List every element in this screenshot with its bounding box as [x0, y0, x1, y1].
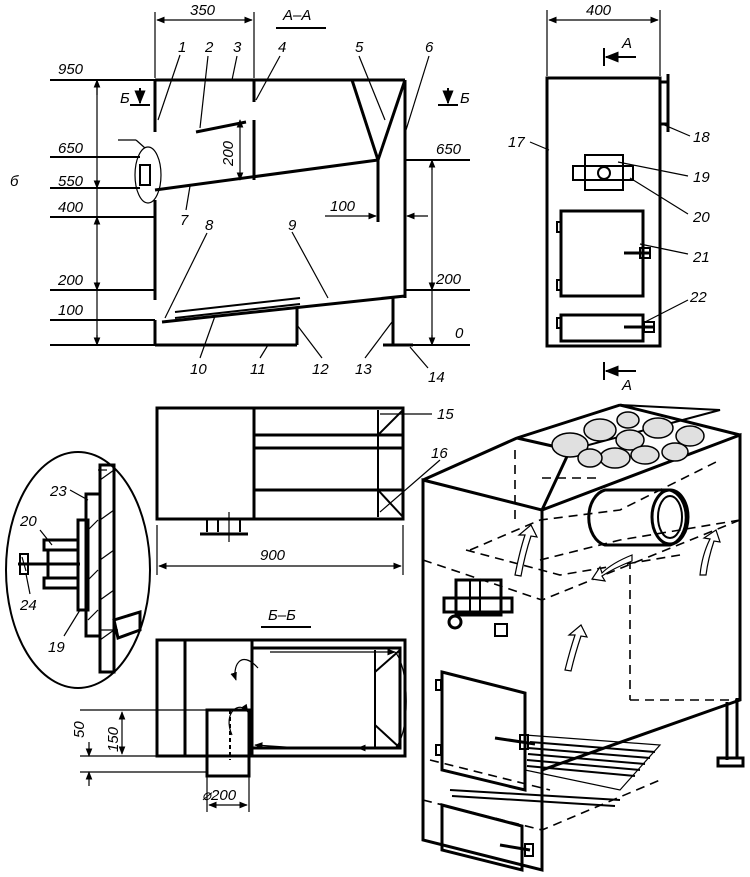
svg-text:350: 350 — [190, 2, 216, 19]
callout-14: 14 — [428, 369, 445, 386]
callout-17: 17 — [508, 134, 525, 151]
callout-18: 18 — [693, 129, 710, 146]
callout-23: 23 — [49, 483, 67, 500]
section-aa-callouts: 1 2 3 4 5 6 7 8 9 10 11 12 13 1 — [157, 39, 445, 386]
isometric-view — [421, 403, 745, 872]
dim-150: 150 — [105, 726, 122, 752]
dim-350: 350 — [154, 2, 255, 78]
front-view: 400 А А 17 18 19 20 21 22 — [508, 2, 710, 394]
section-aa-levels-right: 650 200 0 — [405, 141, 470, 346]
callout-12: 12 — [312, 361, 329, 378]
level-right-200: 200 — [435, 271, 462, 288]
grate — [449, 734, 662, 807]
detail-circle: 23 20 24 19 — [5, 451, 151, 689]
callout-2: 2 — [204, 39, 214, 56]
section-bb: Б–Б 150 50 ⌀200 — [71, 607, 407, 812]
callout-24: 24 — [19, 597, 37, 614]
sauna-stones — [551, 411, 705, 469]
dim-diameter-200: ⌀200 — [202, 787, 237, 804]
callout-13: 13 — [355, 361, 372, 378]
svg-text:Б: Б — [120, 90, 130, 107]
dim-100-gap: 100 — [325, 198, 428, 220]
dim-400: 400 — [586, 2, 612, 19]
callout-10: 10 — [190, 361, 207, 378]
callout-5: 5 — [355, 39, 364, 56]
callout-7: 7 — [180, 212, 189, 229]
section-aa-body — [118, 78, 413, 347]
callout-21: 21 — [692, 249, 710, 266]
callout-22: 22 — [689, 289, 707, 306]
svg-text:200: 200 — [220, 140, 237, 167]
hidden-lines — [422, 450, 741, 831]
cut-mark-b: Б Б — [120, 88, 470, 107]
section-bb-title: Б–Б — [268, 607, 296, 624]
callout-4: 4 — [278, 39, 286, 56]
callout-19-detail: 19 — [48, 639, 65, 656]
ash-door — [440, 803, 534, 872]
level-950: 950 — [58, 61, 84, 78]
callout-16: 16 — [431, 445, 448, 462]
callout-20: 20 — [692, 209, 710, 226]
damper-handle — [442, 578, 514, 637]
callout-19: 19 — [693, 169, 710, 186]
level-100: 100 — [58, 302, 84, 319]
firebox-door — [435, 670, 536, 792]
chimney-pipe — [587, 488, 690, 547]
level-200: 200 — [57, 272, 84, 289]
callout-6: 6 — [425, 39, 434, 56]
level-400: 400 — [58, 199, 84, 216]
dim-200-inner: 200 — [220, 119, 244, 181]
level-650: 650 — [58, 140, 84, 157]
callout-15: 15 — [437, 406, 454, 423]
top-view: 900 15 16 — [155, 406, 454, 575]
callout-1: 1 — [178, 39, 186, 56]
dim-50: 50 — [71, 721, 88, 738]
dim-900: 900 — [260, 547, 286, 564]
svg-text:А: А — [621, 35, 632, 52]
callout-11: 11 — [250, 361, 266, 378]
callout-3: 3 — [233, 39, 242, 56]
flow-arrows — [514, 524, 721, 672]
svg-text:100: 100 — [330, 198, 356, 215]
callout-8: 8 — [205, 217, 214, 234]
side-letter: б — [10, 173, 19, 190]
section-aa-title: А–А — [282, 7, 311, 24]
legs — [716, 698, 745, 768]
level-550: 550 — [58, 173, 84, 190]
callout-9: 9 — [288, 217, 297, 234]
svg-text:Б: Б — [460, 90, 470, 107]
level-right-0: 0 — [455, 325, 464, 342]
svg-text:А: А — [621, 377, 632, 394]
section-aa: 950 650 550 400 200 100 б 650 200 0 35 — [10, 2, 470, 386]
level-right-650: 650 — [436, 141, 462, 158]
section-aa-levels-left: 950 650 550 400 200 100 б — [10, 61, 155, 346]
callout-20-detail: 20 — [19, 513, 37, 530]
